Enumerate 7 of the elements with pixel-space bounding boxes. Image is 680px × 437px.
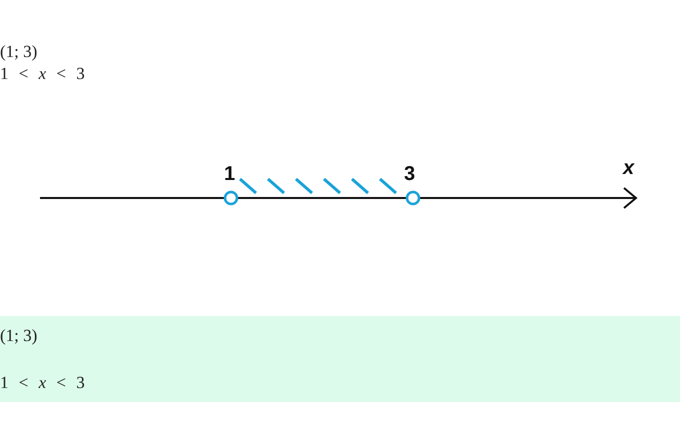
- interval-notation: (1; 3): [0, 326, 38, 346]
- point-label: 1: [224, 164, 236, 184]
- axis-label: x: [623, 158, 634, 178]
- inequality-text: 1 < x < 3: [0, 64, 85, 84]
- point-label: 3: [404, 164, 416, 184]
- interval-notation: (1; 3): [0, 42, 38, 62]
- inequality-text: 1 < x < 3: [0, 373, 85, 393]
